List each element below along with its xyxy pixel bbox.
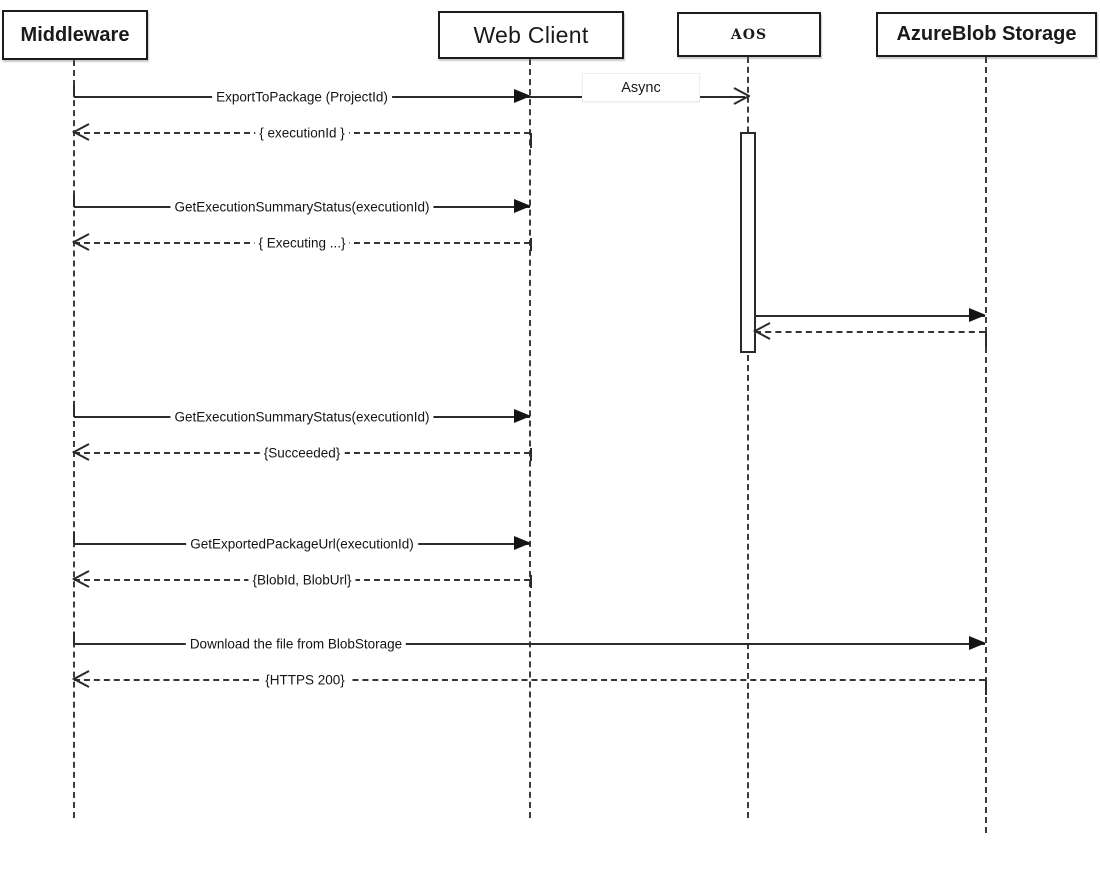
participant-web-client: Web Client xyxy=(438,11,624,59)
open-arrowhead-icon xyxy=(72,570,90,588)
lifeline-aos xyxy=(747,57,749,818)
participant-label: AzureBlob Storage xyxy=(896,23,1077,45)
origin-tick xyxy=(73,195,75,207)
message-label: { Executing ...} xyxy=(254,234,350,252)
lifeline-azureblob-storage xyxy=(985,57,987,833)
filled-arrowhead-icon xyxy=(969,308,986,322)
origin-tick xyxy=(73,85,75,97)
origin-tick xyxy=(530,575,532,588)
filled-arrowhead-icon xyxy=(514,89,531,103)
filled-arrowhead-icon xyxy=(514,199,531,213)
message-label: {Succeeded} xyxy=(259,444,345,462)
lifeline-middleware xyxy=(73,60,75,818)
open-arrowhead-icon xyxy=(72,233,90,251)
origin-tick xyxy=(73,632,75,644)
participant-middleware: Middleware xyxy=(2,10,148,60)
filled-arrowhead-icon xyxy=(514,409,531,423)
message-label: {HTTPS 200} xyxy=(261,671,349,689)
message-label: GetExecutionSummaryStatus(executionId) xyxy=(170,408,434,426)
origin-tick xyxy=(530,448,532,461)
open-arrowhead-icon xyxy=(72,670,90,688)
message-label: GetExportedPackageUrl(executionId) xyxy=(186,535,418,553)
message-label: GetExecutionSummaryStatus(executionId) xyxy=(170,198,434,216)
open-arrowhead-icon xyxy=(72,123,90,141)
activation-bar-aos xyxy=(740,132,756,353)
filled-arrowhead-icon xyxy=(969,636,986,650)
message-label: { executionId } xyxy=(255,124,349,142)
origin-elbow xyxy=(985,680,987,695)
origin-tick xyxy=(73,405,75,417)
origin-elbow xyxy=(530,133,532,148)
open-arrowhead-icon xyxy=(72,443,90,461)
participant-aos: AOS xyxy=(677,12,821,57)
open-arrowhead-icon xyxy=(753,322,771,340)
participant-label: Middleware xyxy=(20,23,130,46)
message-label: Async xyxy=(621,79,661,96)
message-label: {BlobId, BlobUrl} xyxy=(248,571,356,589)
lifeline-web-client xyxy=(529,59,531,818)
async-label-chip: Async xyxy=(582,73,700,102)
origin-elbow xyxy=(985,332,987,347)
message-label: Download the file from BlobStorage xyxy=(185,635,407,653)
message-label: ExportToPackage (ProjectId) xyxy=(212,88,392,106)
open-arrowhead-icon xyxy=(733,87,750,105)
filled-arrowhead-icon xyxy=(514,536,531,550)
origin-tick xyxy=(530,238,532,251)
participant-azureblob-storage: AzureBlob Storage xyxy=(876,12,1097,57)
origin-tick xyxy=(73,532,75,544)
participant-label: Web Client xyxy=(473,21,589,48)
participant-label: AOS xyxy=(730,26,768,43)
